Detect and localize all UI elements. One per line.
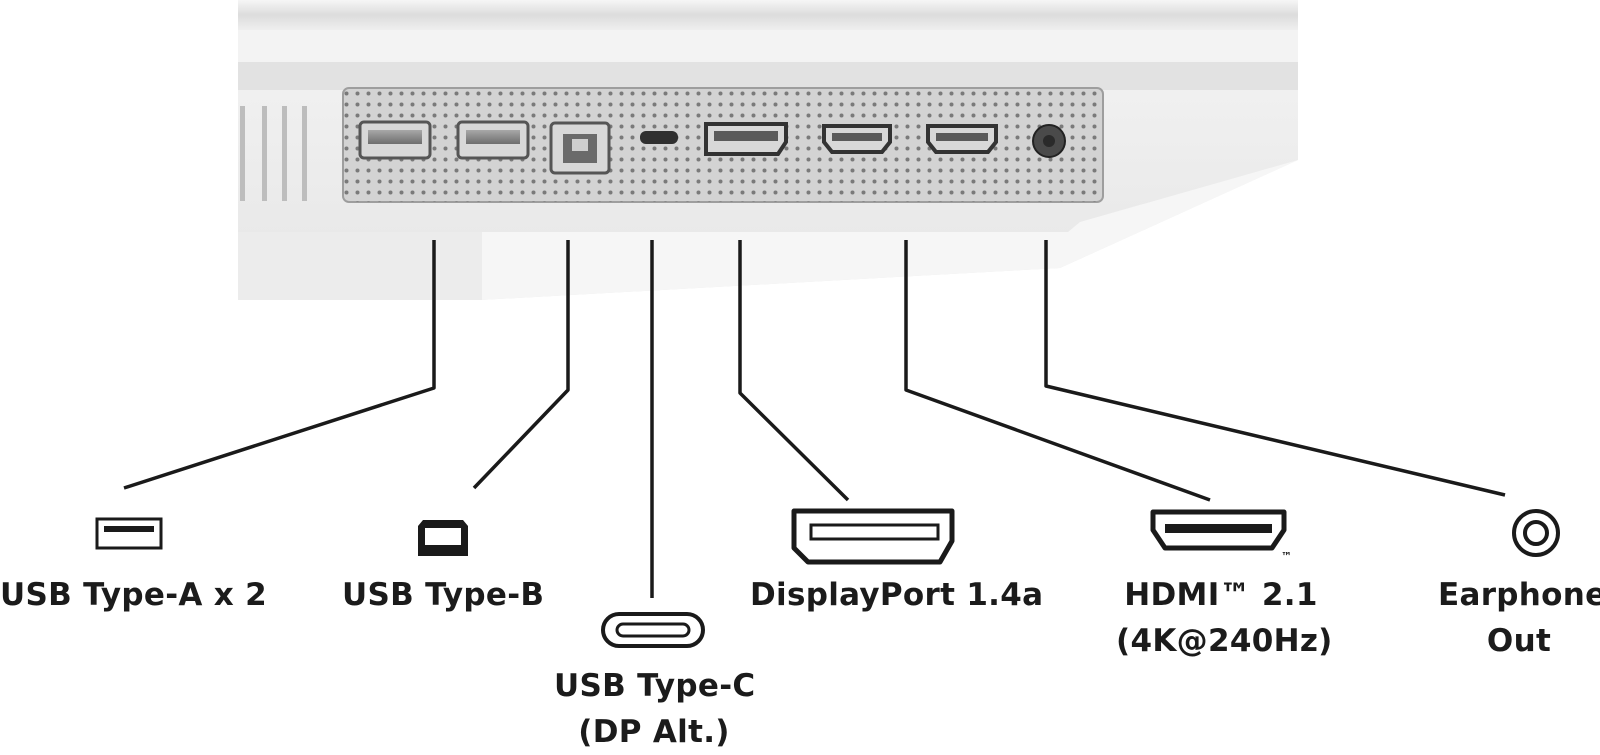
label-line: USB Type-B [342, 577, 545, 613]
earphone-jack-icon [1512, 509, 1560, 557]
label-usb-type-b: USB Type-B [342, 572, 544, 618]
leader-line-displayport [738, 240, 850, 502]
hdmi-trademark-mark: ™ [1281, 550, 1292, 563]
usb-a-port-2 [456, 120, 530, 160]
hdmi-icon [1150, 509, 1287, 551]
label-line: DisplayPort 1.4a [750, 577, 1044, 613]
hdmi-port-1 [822, 124, 892, 154]
physical-ports [358, 120, 1066, 175]
displayport-port [704, 122, 788, 156]
leader-line-hdmi [904, 240, 1211, 502]
leader-line-earphone [1044, 240, 1506, 497]
usb-type-c-icon [601, 612, 705, 648]
label-earphone-out: Earphone Out [1438, 572, 1600, 664]
usb-type-a-icon [95, 517, 163, 550]
usb-type-b-icon [418, 520, 468, 556]
vent-slots [240, 106, 307, 201]
label-line: Earphone [1438, 577, 1600, 613]
leader-line-usb-b [472, 240, 570, 490]
label-line: Out [1486, 623, 1552, 659]
leader-lines [123, 240, 1506, 598]
label-hdmi: HDMI™ 2.1 (4K@240Hz) [1116, 572, 1333, 664]
usb-b-port [549, 121, 611, 175]
label-displayport: DisplayPort 1.4a [750, 572, 1043, 618]
displayport-icon [791, 508, 955, 565]
leader-line-usb-a [123, 240, 436, 490]
label-line: USB Type-C [554, 668, 756, 704]
label-usb-type-a: USB Type-A x 2 [0, 572, 267, 618]
label-line: (DP Alt.) [578, 714, 730, 750]
earphone-port [1032, 124, 1066, 158]
hdmi-port-2 [926, 124, 998, 154]
label-line: HDMI™ 2.1 [1124, 577, 1318, 613]
label-usb-type-c: USB Type-C (DP Alt.) [554, 663, 756, 755]
usb-a-port-1 [358, 120, 432, 160]
usb-c-port [640, 131, 678, 144]
label-line: USB Type-A x 2 [0, 577, 268, 613]
label-line: (4K@240Hz) [1116, 623, 1333, 659]
